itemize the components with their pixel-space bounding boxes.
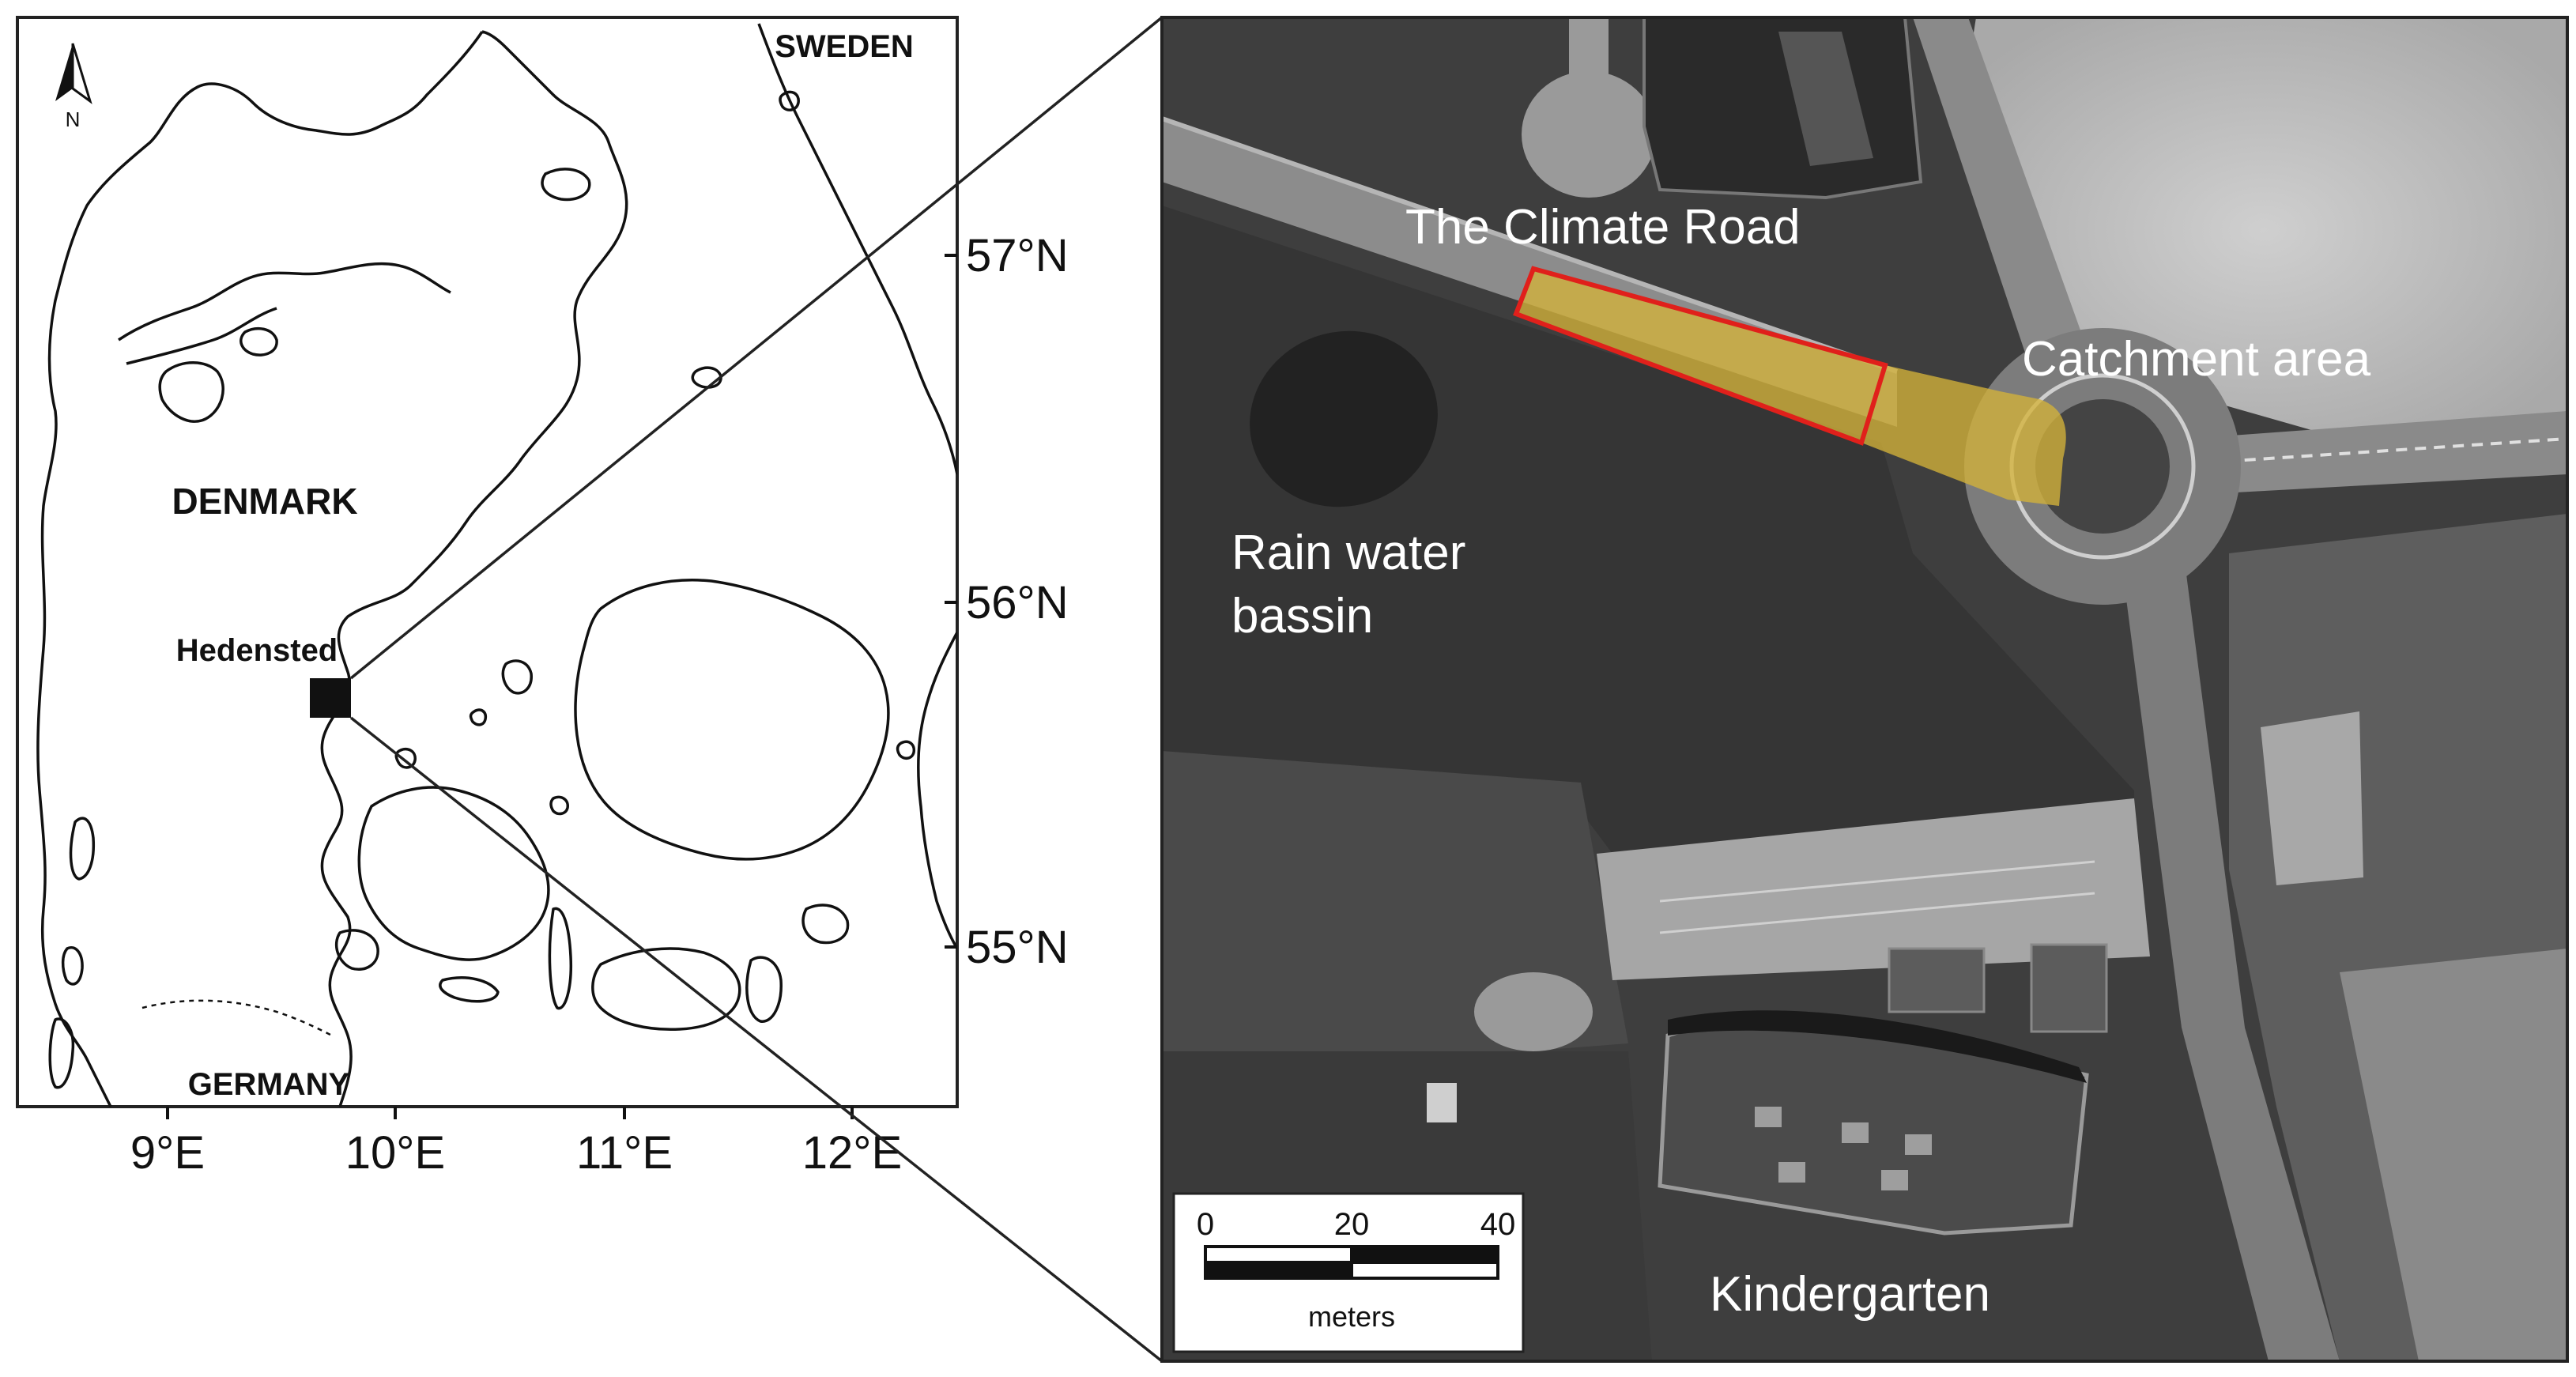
island-mors [158,361,224,423]
longitude-tick-9: 9°E [130,1127,205,1179]
north-arrow-icon [55,43,92,104]
island-fur [239,326,278,357]
scale-bar-segment-white-2 [1350,1261,1499,1280]
aerial-map: The Climate Road Catchment area Rain wat… [1160,16,2569,1363]
island-laeso [541,168,591,202]
scale-bar-unit: meters [1308,1300,1395,1333]
shed [1427,1083,1457,1122]
island-langeland [548,907,573,1010]
island-ven [896,740,916,760]
label-catchment-area: Catchment area [2022,332,2371,387]
roundabout-island [2035,399,2170,534]
building-north-roof [1778,32,1873,166]
island-bornholm-edge [779,90,800,111]
latitude-tick-56: 56°N [966,577,1069,628]
island-anholt [691,366,722,389]
small-building-2 [2030,943,2108,1033]
aerial-map-frame [1160,16,2569,1363]
jutland-coastline [36,30,628,1107]
scale-bar-segment-black-2 [1350,1245,1499,1264]
road-east-markings [2149,437,2567,468]
road-east [2134,411,2567,498]
north-arrow-label: N [66,108,81,131]
scale-bar-tick-20: 20 [1334,1207,1370,1242]
island-falster [745,956,783,1023]
island-funen [357,786,550,961]
germany-border [141,999,333,1037]
zoom-connector-lines [349,16,1164,1363]
island-vejroe [549,795,569,816]
scale-bar-tick-40: 40 [1480,1207,1516,1242]
road-south [2118,538,2340,1361]
skylights [1755,1107,1932,1190]
country-label-germany: GERMANY [188,1067,350,1102]
overview-map-frame [16,16,959,1108]
label-climate-road: The Climate Road [1405,200,1801,255]
island-zealand [574,579,890,861]
climate-road-edge [1162,116,1898,374]
longitude-tick-10: 10°E [345,1127,445,1179]
island-fanoe [69,817,96,881]
label-rain-water-bassin-line2: bassin [1231,589,1373,643]
label-rain-water-bassin-line1: Rain water [1231,526,1465,580]
island-tunoe [469,708,488,726]
catchment-area [1861,365,2066,506]
gravel-lot-east [2261,711,2363,885]
island-als [334,929,379,971]
kindergarten-shadow [1668,1010,2087,1083]
island-sylt [48,1017,75,1089]
latitude-ticks [945,254,957,949]
country-label-denmark: DENMARK [172,481,357,522]
longitude-ticks [166,1107,854,1119]
small-building-1 [1888,947,1986,1013]
playground-mound [1474,972,1593,1051]
scale-bar: 0 20 40 meters [1172,1192,1525,1353]
label-kindergarten: Kindergarten [1710,1267,1990,1322]
island-samsoe [501,659,533,695]
island-moen [801,904,850,945]
latitude-tick-57: 57°N [966,230,1069,281]
site-marker-hedensted [310,678,351,718]
island-aeroe [439,976,500,1003]
limfjord-outline [118,262,451,365]
latitude-tick-55: 55°N [966,922,1069,973]
scale-bar-segment-black-1 [1204,1261,1353,1280]
cul-de-sac-road [1569,17,1609,136]
country-label-sweden: SWEDEN [775,29,914,64]
field-southeast-light [2340,949,2567,1361]
scale-bar-tick-0: 0 [1197,1207,1214,1242]
road-north [1913,17,2087,372]
sweden-coastline [757,23,957,949]
site-label-hedensted: Hedensted [176,633,338,668]
island-romoe [61,946,84,986]
longitude-tick-11: 11°E [576,1127,673,1179]
rain-water-bassin [1250,330,1438,507]
overview-map: N SWEDEN DENMARK GERMANY Hedensted 57°N … [16,16,1069,1179]
longitude-tick-12: 12°E [802,1127,902,1179]
scale-bar-segment-white-1 [1204,1245,1353,1264]
parking-lot [1597,798,2150,980]
climate-road-highlight [1513,266,1888,446]
parking-lines [1659,860,2095,934]
island-endelave [394,747,417,769]
